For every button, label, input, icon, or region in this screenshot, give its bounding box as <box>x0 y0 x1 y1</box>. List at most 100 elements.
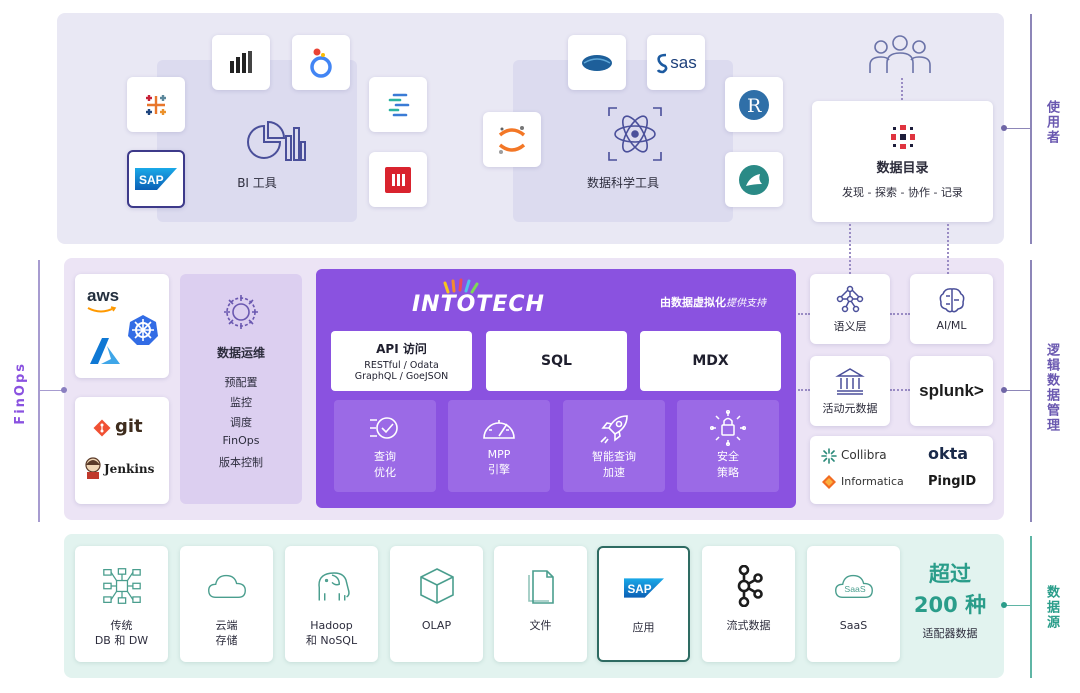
governance-partners-card: Collibra okta Informatica PingID <box>810 436 993 504</box>
svg-text:SaaS: SaaS <box>844 584 865 594</box>
intotech-tagline: 由数据虚拟化提供支持 <box>660 294 766 310</box>
sas-logo: sas <box>647 35 705 90</box>
security-lock-icon <box>710 410 746 446</box>
saas-cloud-icon: SaaS <box>834 574 873 598</box>
source-4-line1: OLAP <box>421 619 452 632</box>
source-cloud-storage: 云端存储 <box>180 546 273 662</box>
source-7-line1: 流式数据 <box>726 619 771 632</box>
olap-cube-icon <box>419 568 454 604</box>
finops-tick <box>38 390 64 391</box>
feature-mpp-engine: MPP 引擎 <box>448 400 550 492</box>
data-ops-item-1: 预配置 <box>224 376 258 389</box>
source-8-line1: SaaS <box>839 619 868 632</box>
semantic-network-icon <box>836 285 864 312</box>
api-access-line2: GraphQL / GoeJSON <box>354 371 449 382</box>
consumers-tick <box>1004 128 1030 129</box>
intotech-logo-text: INTOTECH <box>412 292 545 317</box>
git-text: git <box>115 416 143 437</box>
feature-security-policy: 安全 策略 <box>677 400 779 492</box>
sources-tick <box>1004 605 1030 606</box>
feature-4-line1: 安全 <box>717 450 739 463</box>
data-catalog-title: 数据目录 <box>876 161 929 176</box>
sas-swirl-icon <box>657 53 668 73</box>
feature-3-line1: 智能查询 <box>592 450 636 463</box>
jupyter-logo <box>483 112 541 167</box>
data-ops-card <box>180 274 302 504</box>
metadata-building-icon <box>835 367 865 395</box>
source-olap: OLAP <box>390 546 483 662</box>
kafka-icon <box>737 565 763 607</box>
power-bi-icon <box>230 50 252 73</box>
users-group-icon <box>869 35 931 73</box>
feature-1-line2: 优化 <box>374 466 396 479</box>
metadata-splunk-connector <box>890 389 910 391</box>
core-metadata-connector <box>798 389 810 391</box>
consumers-dot <box>1001 125 1007 131</box>
source-applications: SAP 应用 <box>597 546 690 662</box>
qlik-logo <box>369 77 427 132</box>
r-logo: R <box>725 77 783 132</box>
feature-3-line2: 加速 <box>603 466 625 479</box>
data-catalog-card: 数据目录 发现 - 探索 - 协作 - 记录 <box>812 101 993 222</box>
dbeaver-logo <box>725 152 783 207</box>
feature-2-line1: MPP <box>487 448 511 461</box>
intotech-tagline-suffix: 提供支持 <box>726 298 766 309</box>
source-2-line2: 存储 <box>215 634 238 647</box>
mdx-box: MDX <box>640 331 781 391</box>
data-science-tools-label: 数据科学工具 <box>586 176 659 190</box>
power-bi-logo <box>212 35 270 90</box>
ai-ml-card: AI/ML <box>910 274 993 344</box>
intotech-logo-rays <box>443 278 479 294</box>
consumers-side-label: 使用者 <box>1044 100 1059 145</box>
finops-side-label: FinOps <box>13 362 28 425</box>
source-1-line2: DB 和 DW <box>94 634 149 647</box>
rocket-icon <box>600 415 628 444</box>
logical-side-label: 逻辑数据管理 <box>1044 343 1059 433</box>
api-access-line1: RESTful / Odata <box>364 360 439 371</box>
active-metadata-label: 活动元数据 <box>822 401 878 415</box>
hadoop-elephant-icon <box>317 572 350 601</box>
source-3-line1: Hadoop <box>310 619 353 632</box>
sources-dot <box>1001 602 1007 608</box>
api-access-box: API 访问 RESTful / Odata GraphQL / GoeJSON <box>331 331 472 391</box>
source-streaming: 流式数据 <box>702 546 795 662</box>
consumers-side-line <box>1030 14 1032 244</box>
data-ops-item-3: 调度 <box>230 416 252 429</box>
catalog-semantic-connector <box>849 224 851 274</box>
dbeaver-icon <box>739 164 769 195</box>
jenkins-icon <box>85 457 101 479</box>
aws-logo-text: aws <box>87 286 120 305</box>
okta-text: okta <box>928 444 969 463</box>
ai-brain-icon <box>939 288 964 313</box>
data-science-atom-icon <box>608 107 662 161</box>
tableau-logo <box>127 77 185 132</box>
looker-logo <box>292 35 350 90</box>
aws-smile-icon <box>87 306 117 313</box>
zeppelin-logo <box>568 35 626 90</box>
bi-tools-label: BI 工具 <box>237 176 277 190</box>
sap-icon: SAP <box>135 168 177 190</box>
svg-text:SAP: SAP <box>627 583 651 596</box>
source-3-line2: 和 NoSQL <box>305 634 358 647</box>
core-semantic-connector <box>798 313 810 315</box>
catalog-aiml-connector <box>947 224 949 274</box>
source-files: 文件 <box>494 546 587 662</box>
semantic-aiml-connector <box>890 313 910 315</box>
finops-dot <box>61 387 67 393</box>
bi-chart-icon <box>247 120 306 161</box>
adapters-line2: 200 种 <box>913 593 987 617</box>
data-ops-item-2: 监控 <box>230 396 252 409</box>
informatica-icon <box>822 475 836 489</box>
data-ops-item-5: 版本控制 <box>219 456 263 469</box>
data-catalog-subtitle: 发现 - 探索 - 协作 - 记录 <box>842 186 963 199</box>
feature-query-optimization: 查询 优化 <box>334 400 436 492</box>
source-hadoop-nosql: Hadoop 和 NoSQL <box>285 546 378 662</box>
pingid-text: PingID <box>928 474 977 489</box>
looker-icon <box>310 48 332 78</box>
zeppelin-icon <box>582 54 612 71</box>
informatica-text: Informatica <box>841 475 904 488</box>
ai-ml-label: AI/ML <box>936 319 967 332</box>
logical-side-line <box>1030 260 1032 522</box>
sql-box: SQL <box>486 331 627 391</box>
users-connector <box>901 78 903 100</box>
